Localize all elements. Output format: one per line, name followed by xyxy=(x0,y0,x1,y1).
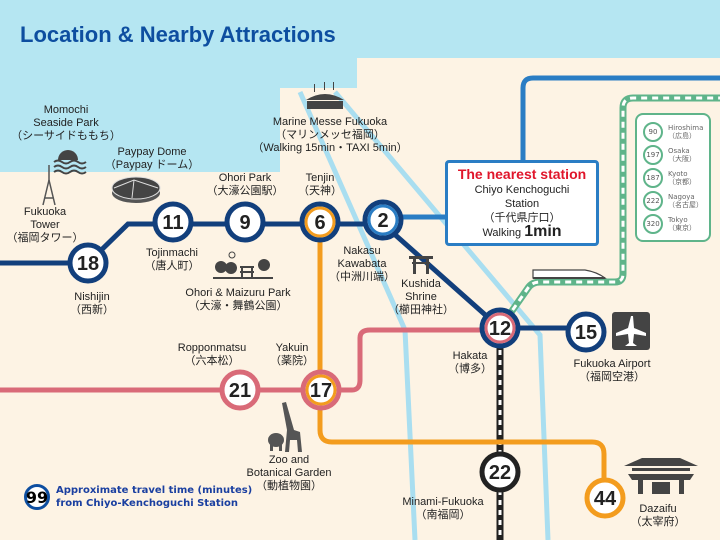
ohori-park-station-label: Ohori Park（大濠公園駅） xyxy=(206,172,284,197)
dazaifu-label: Dazaifu（太宰府） xyxy=(630,503,686,528)
nanakuma-line xyxy=(317,222,607,497)
station-number: 22 xyxy=(489,462,511,484)
shinkansen-train-icon xyxy=(532,269,607,279)
airplane-icon xyxy=(612,312,650,350)
station-ohori[interactable] xyxy=(224,201,266,243)
sample-station-icon: 99 xyxy=(24,484,50,510)
station-number: 18 xyxy=(77,253,99,275)
momochi-beach-icon xyxy=(53,150,87,175)
station-number: 9 xyxy=(239,212,250,234)
ohori-maizuru-label: Ohori & Maizuru Park（大濠・舞鶴公園） xyxy=(185,287,291,312)
fukuoka-airport-label: Fukuoka Airport（福岡空港） xyxy=(573,358,651,383)
park-icon xyxy=(213,251,273,279)
pink-line xyxy=(0,327,500,393)
page-title: Location & Nearby Attractions xyxy=(20,22,336,47)
station-number: 2 xyxy=(377,210,388,232)
minami-fukuoka-label: Minami-Fukuoka（南福岡） xyxy=(402,496,484,521)
sea xyxy=(0,0,720,172)
station-dazaifu[interactable] xyxy=(584,477,626,519)
ropponmatsu-label: Ropponmatsu（六本松） xyxy=(177,342,247,367)
station-number: 12 xyxy=(489,318,511,340)
river xyxy=(333,90,551,540)
zoo-animals-icon xyxy=(268,402,302,452)
station-airport[interactable] xyxy=(565,311,607,353)
hakata-label: Hakata（博多） xyxy=(448,350,492,375)
station-tojinmachi[interactable] xyxy=(152,201,194,243)
nearest-heading: The nearest station xyxy=(457,166,587,182)
paypay-dome-label: Paypay Dome（Paypay ドーム） xyxy=(104,146,200,171)
paypay-dome-icon xyxy=(111,176,161,203)
nishijin-label: Nishijin（西新） xyxy=(70,291,114,316)
blue-line xyxy=(520,75,720,160)
marine-messe-label: Marine Messe Fukuoka（マリンメッセ福岡）（Walking 1… xyxy=(252,116,408,154)
station-nishijin[interactable] xyxy=(67,242,109,284)
torii-shrine-icon xyxy=(409,256,433,274)
station-number: 44 xyxy=(594,488,617,510)
nearest-station-jp: （千代県庁口） xyxy=(483,212,561,224)
tojinmachi-label: Tojinmachi（唐人町） xyxy=(144,247,200,272)
marine-messe-icon xyxy=(306,82,344,109)
yakuin-label: Yakuin（薬院） xyxy=(270,342,314,367)
walking-time: Walking 1min xyxy=(482,223,562,240)
station-number: 17 xyxy=(310,380,332,402)
station-ropponmatsu[interactable] xyxy=(219,369,261,411)
note-line-2: from Chiyo-Kenchoguchi Station xyxy=(56,498,239,509)
tenjin-label: Tenjin（天神） xyxy=(298,172,342,197)
station-number: 21 xyxy=(229,380,251,402)
travel-time-note: 99 Approximate travel time (minutes) from… xyxy=(24,484,252,510)
nearest-station-name: Chiyo Kenchoguchi xyxy=(474,184,570,196)
station-number: 6 xyxy=(314,212,325,234)
station-number: 11 xyxy=(162,212,183,234)
nearest-station-name-2: Station xyxy=(504,198,540,210)
fukuoka-tower-icon xyxy=(42,165,56,206)
dazaifu-gate-icon xyxy=(624,458,698,494)
station-number: 15 xyxy=(575,322,597,344)
nearest-station-box: The nearest station Chiyo Kenchoguchi St… xyxy=(445,160,599,246)
station-minami-fukuoka[interactable] xyxy=(479,451,521,493)
note-line-1: Approximate travel time (minutes) xyxy=(56,485,253,496)
